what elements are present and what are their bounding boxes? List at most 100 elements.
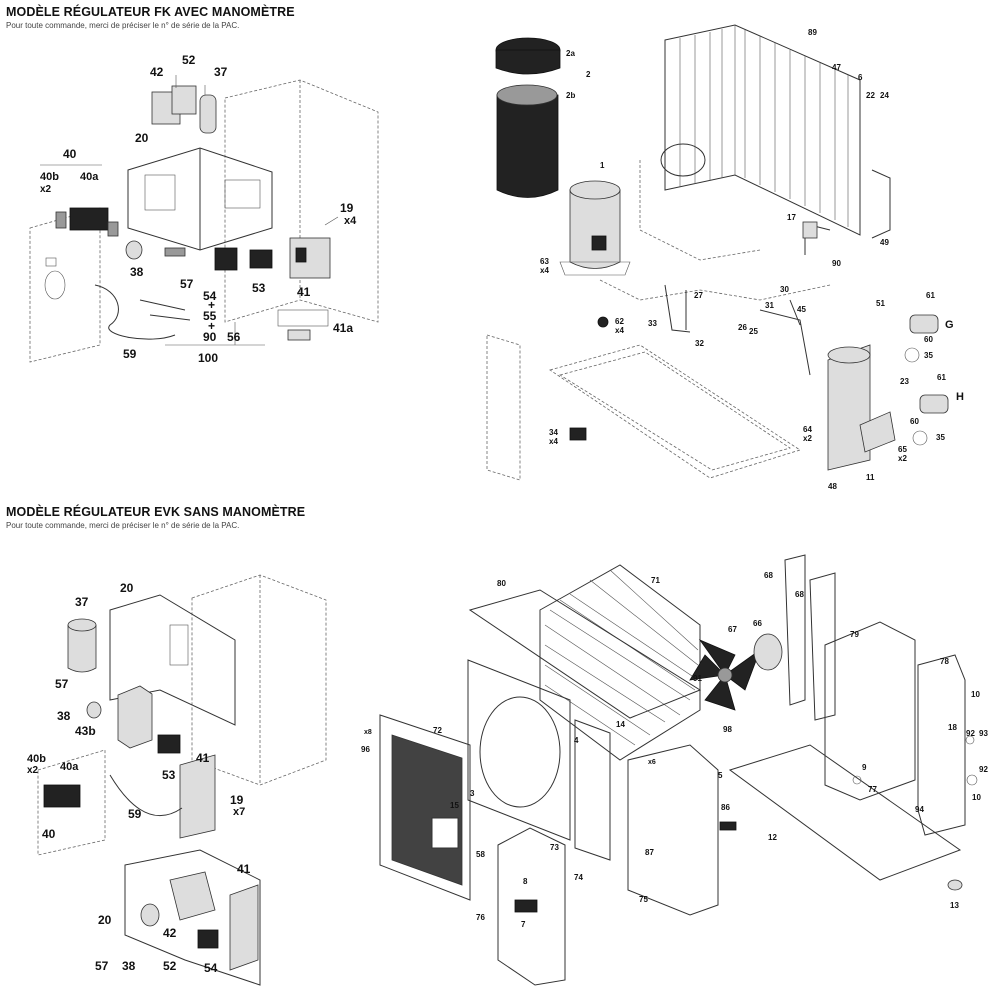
- callout: 78: [940, 657, 949, 666]
- callout: 65: [898, 445, 907, 454]
- callout: 67: [728, 625, 737, 634]
- callout: 5: [718, 771, 723, 780]
- callout: 10: [972, 793, 981, 802]
- callout: 54: [204, 961, 218, 975]
- callout: 90: [832, 259, 841, 268]
- callout: 40b: [40, 171, 59, 183]
- callout: 31: [765, 301, 774, 310]
- callout: 61: [926, 291, 935, 300]
- callout: 91: [693, 674, 702, 683]
- callout: 41: [237, 862, 251, 876]
- callout: 10: [971, 690, 980, 699]
- refrigerant-panel-drawing: [486, 24, 949, 481]
- callout: 68: [764, 571, 773, 580]
- callout: 1: [600, 161, 605, 170]
- callout: 92: [979, 765, 988, 774]
- callout: 24: [880, 91, 889, 100]
- callout: 90: [203, 330, 217, 344]
- callout: 37: [75, 595, 89, 609]
- callout: 75: [639, 895, 648, 904]
- section-subtitle-fk: Pour toute commande, merci de préciser l…: [6, 21, 240, 30]
- callout: 40: [42, 827, 56, 841]
- callout: 35: [936, 433, 945, 442]
- callout: 7: [521, 920, 526, 929]
- callouts-fk: 42 52 37 20 40 40b x2 40a 19 x4 38 57 54…: [40, 53, 357, 365]
- callout: 89: [808, 28, 817, 37]
- callout: 19: [230, 793, 244, 807]
- callout: 38: [57, 709, 71, 723]
- callout: 41: [196, 751, 210, 765]
- section-title-evk: MODÈLE RÉGULATEUR EVK SANS MANOMÈTRE: [6, 505, 306, 519]
- callout: 20: [135, 131, 149, 145]
- callout: 86: [721, 803, 730, 812]
- callout: 2: [586, 70, 591, 79]
- callout: x4: [540, 266, 549, 275]
- callout: x2: [803, 434, 812, 443]
- callout: 42: [163, 926, 177, 940]
- callout: 13: [950, 901, 959, 910]
- callout: 52: [163, 959, 177, 973]
- callout: 17: [787, 213, 796, 222]
- callout: 42: [150, 65, 164, 79]
- callout: 40a: [60, 761, 79, 773]
- callout: 94: [915, 805, 924, 814]
- callout: 27: [694, 291, 703, 300]
- callout: 100: [198, 351, 218, 365]
- callout: 49: [880, 238, 889, 247]
- callout: x2: [27, 765, 39, 776]
- callout: 40b: [27, 753, 46, 765]
- callouts-refrigerant: 2a 2 2b 1 63 x4 89 47 6 22 24 17 90 49 2…: [540, 28, 964, 491]
- callout: 40a: [80, 171, 99, 183]
- callout: 59: [123, 347, 137, 361]
- callout: 23: [900, 377, 909, 386]
- callout: 3: [470, 789, 475, 798]
- callout: x2: [40, 184, 52, 195]
- callouts-casing: 80 71 67 66 68 68 79 78 91 14 98 10 18 9…: [361, 571, 988, 929]
- callout: 77: [868, 785, 877, 794]
- callout: 62: [615, 317, 624, 326]
- callout: 74: [574, 873, 583, 882]
- callout: 73: [550, 843, 559, 852]
- callout: 60: [910, 417, 919, 426]
- callout: 98: [723, 725, 732, 734]
- callout: +: [208, 319, 215, 333]
- callout: 57: [180, 277, 194, 291]
- callout: 20: [120, 581, 134, 595]
- callout: 41: [297, 285, 311, 299]
- callout: 41a: [333, 321, 353, 335]
- section-title-fk: MODÈLE RÉGULATEUR FK AVEC MANOMÈTRE: [6, 5, 295, 19]
- callout: 57: [95, 959, 109, 973]
- callout: x8: [364, 729, 372, 736]
- callout: 64: [803, 425, 812, 434]
- callout: 14: [616, 720, 625, 729]
- callouts-evk: 20 37 57 38 43b 40b x2 40a 40 53 41 19 x…: [27, 581, 251, 975]
- callout: 26: [738, 323, 747, 332]
- callout: 48: [828, 482, 837, 491]
- callout: 93: [979, 729, 988, 738]
- callout: 56: [227, 330, 241, 344]
- fk-panel-drawing: [29, 75, 379, 363]
- callout: 37: [214, 65, 228, 79]
- callout: 35: [924, 351, 933, 360]
- callout: +: [208, 298, 215, 312]
- callout: 4: [574, 736, 579, 745]
- callout: x7: [233, 806, 245, 818]
- callout: x4: [344, 215, 357, 227]
- callout: 53: [252, 281, 266, 295]
- callout: 43b: [75, 724, 96, 738]
- callout: 32: [695, 339, 704, 348]
- callout: 2b: [566, 91, 575, 100]
- evk-panel-drawing: [37, 574, 327, 986]
- callout: 72: [433, 726, 442, 735]
- callout: 55: [203, 309, 217, 323]
- callout: 45: [797, 305, 806, 314]
- callout: 20: [98, 913, 112, 927]
- callout: 87: [645, 848, 654, 857]
- callout: 80: [497, 579, 506, 588]
- callout: 33: [648, 319, 657, 328]
- callout: 59: [128, 807, 142, 821]
- callout: 2a: [566, 49, 575, 58]
- callout: 79: [850, 630, 859, 639]
- section-subtitle-evk: Pour toute commande, merci de préciser l…: [6, 521, 240, 530]
